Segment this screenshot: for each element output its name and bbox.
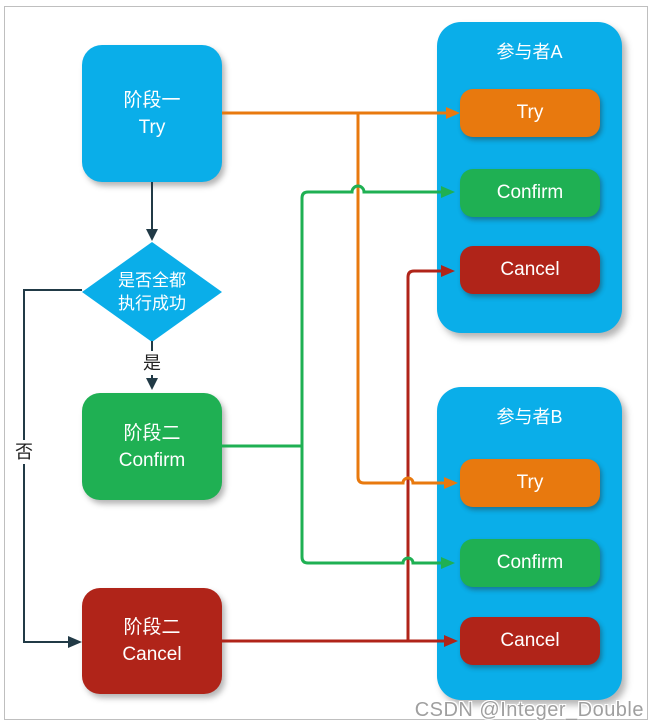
csdn-watermark: CSDN @Integer_Double [414, 699, 644, 721]
decision-label-line2: 执行成功 [118, 294, 186, 313]
node-phase2-confirm: 阶段二 Confirm [82, 393, 222, 500]
node-phase2-cancel: 阶段二 Cancel [82, 588, 222, 694]
node-phase2-confirm-label-cn: 阶段二 [123, 422, 181, 444]
node-phase2-cancel-label-cn: 阶段二 [123, 617, 181, 638]
no-branch-label: 否 [12, 440, 36, 464]
node-phase2-confirm-label-en: Confirm [118, 449, 186, 471]
image-border-frame [4, 6, 648, 720]
decision-label-line1: 是否全都 [118, 271, 186, 290]
participant-a-cancel-button: Cancel [460, 246, 600, 294]
node-phase1-try-label-en: Try [138, 116, 166, 138]
node-phase2-cancel-label-en: Cancel [122, 644, 182, 665]
participant-a-title: 参与者A [496, 42, 563, 62]
yes-branch-label: 是 [140, 351, 164, 375]
participant-a-panel: 参与者A Try Confirm Cancel [437, 22, 622, 333]
participant-b-confirm-button: Confirm [460, 539, 600, 587]
participant-b-title: 参与者B [496, 407, 563, 427]
participant-b-try-button: Try [460, 459, 600, 507]
node-phase1-try: 阶段一 Try [82, 45, 222, 182]
participant-b-panel: 参与者B Try Confirm Cancel [437, 387, 622, 700]
node-phase1-try-label-cn: 阶段一 [123, 89, 181, 111]
participant-a-confirm-button: Confirm [460, 169, 600, 217]
participant-b-cancel-button: Cancel [460, 617, 600, 665]
participant-a-try-button: Try [460, 89, 600, 137]
